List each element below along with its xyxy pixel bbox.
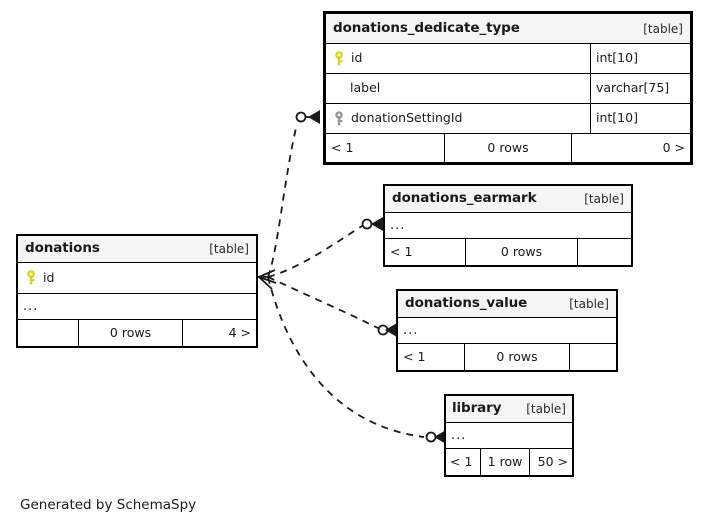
table-kind-label: [table]: [584, 192, 624, 206]
table-title: donations: [25, 240, 100, 257]
table-kind-label: [table]: [526, 402, 566, 416]
table-row-collapsed[interactable]: ...: [18, 294, 256, 320]
generated-by-caption: Generated by SchemaSpy: [20, 497, 197, 513]
relationship-line-donations-to-donations_value: [267, 276, 379, 329]
primary-key-icon: [27, 270, 35, 285]
footer-child-count: 50 >: [537, 453, 568, 469]
column-name-label: label: [350, 80, 381, 96]
table-node-library[interactable]: library [table] ... < 1 1 row 50 >: [444, 394, 574, 477]
table-footer-donations_earmark: < 1 0 rows: [385, 239, 631, 265]
foreign-key-icon: [335, 110, 343, 125]
relationship-line-donations-to-donations_dedicate_type: [267, 127, 297, 278]
table-kind-label: [table]: [643, 21, 683, 36]
table-footer-library: < 1 1 row 50 >: [446, 449, 572, 475]
table-title: donations_earmark: [392, 190, 537, 207]
footer-parent-count: < 1: [450, 453, 473, 469]
table-title: library: [452, 400, 502, 417]
footer-child-count: 4 >: [228, 324, 251, 340]
terminator-donations_dedicate_type: [295, 110, 320, 124]
table-title: donations_value: [405, 295, 528, 312]
table-footer-donations: 0 rows 4 >: [18, 320, 256, 346]
table-node-donations_dedicate_type[interactable]: donations_dedicate_type [table] id int[1…: [323, 11, 693, 165]
primary-key-icon: [335, 50, 343, 65]
table-row-collapsed[interactable]: ...: [446, 423, 572, 449]
column-type-cell: int[10]: [590, 44, 690, 73]
table-row[interactable]: id int[10]: [326, 44, 690, 74]
footer-row-count: 0 rows: [465, 239, 578, 265]
table-header-donations_value: donations_value [table]: [398, 291, 616, 318]
table-row-collapsed[interactable]: ...: [385, 213, 631, 239]
footer-child-count: [578, 239, 631, 265]
column-name-cell: id: [326, 44, 590, 73]
column-type-label: varchar[75]: [596, 80, 670, 96]
table-header-library: library [table]: [446, 396, 572, 423]
column-type-label: int[10]: [596, 110, 638, 126]
footer-row-count: 0 rows: [78, 320, 183, 346]
terminator-donations_earmark: [361, 217, 383, 231]
column-name-cell: donationSettingId: [326, 104, 590, 133]
table-header-donations_dedicate_type: donations_dedicate_type [table]: [326, 14, 690, 44]
column-name-cell: id: [18, 263, 256, 293]
table-node-donations_earmark[interactable]: donations_earmark [table] ... < 1 0 rows: [383, 184, 633, 267]
footer-row-count: 0 rows: [464, 344, 570, 370]
crowsfoot-origin-donations: [258, 269, 277, 290]
column-type-cell: int[10]: [590, 104, 690, 133]
table-node-donations_value[interactable]: donations_value [table] ... < 1 0 rows: [396, 289, 618, 372]
table-row[interactable]: donationSettingId int[10]: [326, 104, 690, 134]
footer-row-count: 0 rows: [444, 134, 572, 162]
relationship-line-donations-to-donations_earmark: [267, 225, 363, 278]
footer-parent-count: [18, 320, 78, 346]
table-kind-label: [table]: [569, 297, 609, 311]
table-row-collapsed[interactable]: ...: [398, 318, 616, 344]
column-name-label: id: [43, 269, 55, 285]
footer-parent-count: < 1: [403, 348, 426, 364]
table-row[interactable]: id: [18, 263, 256, 294]
terminator-donations_value: [377, 323, 397, 337]
footer-row-count: 1 row: [480, 449, 530, 475]
column-type-label: int[10]: [596, 50, 638, 66]
table-header-donations_earmark: donations_earmark [table]: [385, 186, 631, 213]
table-header-donations: donations [table]: [18, 236, 256, 263]
table-node-donations[interactable]: donations [table] id ... 0 rows 4 >: [16, 234, 258, 348]
table-title: donations_dedicate_type: [333, 19, 520, 36]
footer-parent-count: < 1: [331, 139, 354, 155]
column-name-label: donationSettingId: [351, 110, 463, 126]
footer-child-count: 0 >: [662, 139, 685, 155]
footer-child-count: [570, 344, 616, 370]
table-footer-donations_value: < 1 0 rows: [398, 344, 616, 370]
footer-parent-count: < 1: [390, 243, 413, 259]
table-kind-label: [table]: [209, 242, 249, 256]
column-name-cell: label: [326, 74, 590, 103]
table-footer-donations_dedicate_type: < 1 0 rows 0 >: [326, 134, 690, 162]
column-name-label: id: [351, 50, 363, 66]
column-type-cell: varchar[75]: [590, 74, 690, 103]
table-row[interactable]: label varchar[75]: [326, 74, 690, 104]
